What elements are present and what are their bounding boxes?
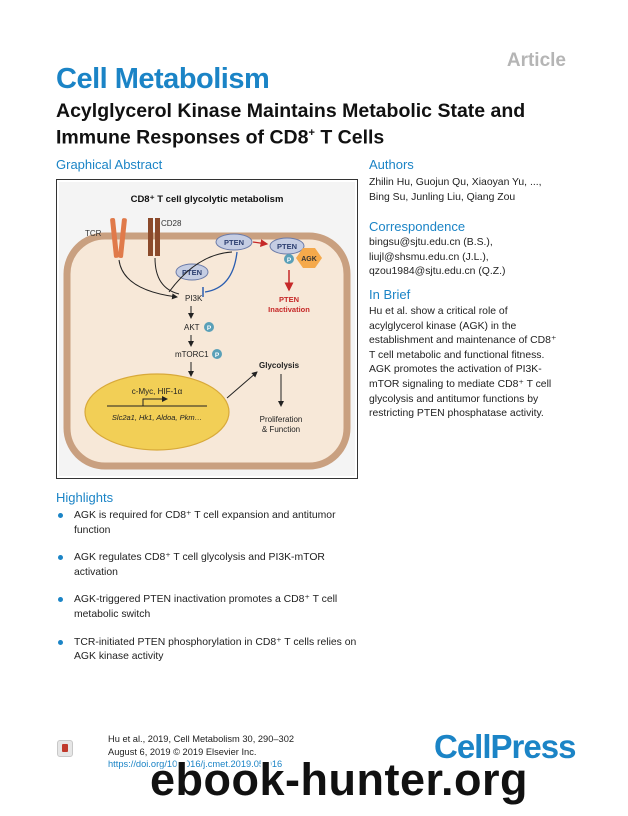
cmyc-label: c-Myc, HIF-1α bbox=[132, 387, 183, 396]
journal-name: Cell Metabolism bbox=[56, 63, 270, 95]
title-line-2-pre: Immune Responses of CD8 bbox=[56, 126, 309, 149]
akt-label: AKT bbox=[184, 323, 200, 332]
in-brief-line: mTOR signaling to mediate CD8⁺ T cell bbox=[369, 378, 552, 390]
title-line-1: Acylglycerol Kinase Maintains Metabolic … bbox=[56, 100, 526, 122]
tcr-receptor-icon bbox=[110, 217, 127, 259]
highlight-line: AGK is required for CD8⁺ T cell expansio… bbox=[74, 510, 336, 521]
graphical-abstract-figure: CD8⁺ T cell glycolytic metabolism TCR CD… bbox=[56, 179, 358, 479]
highlight-line: activation bbox=[74, 566, 118, 578]
phospho-label: P bbox=[287, 257, 292, 264]
mtorc1-phospho-icon bbox=[212, 349, 222, 359]
cellpress-logo: CellPress bbox=[434, 728, 576, 765]
pi3k-label: PI3K bbox=[185, 294, 203, 303]
akt-phospho-icon bbox=[204, 322, 214, 332]
in-brief-line: Hu et al. show a critical role of bbox=[369, 306, 508, 317]
proliferation-label-1: Proliferation bbox=[260, 415, 303, 424]
in-brief-text: Hu et al. show a critical role of acylgl… bbox=[369, 305, 556, 422]
pten-to-pi3k-line bbox=[168, 251, 233, 293]
pten-inactivation-1: PTEN bbox=[279, 295, 299, 304]
in-brief-line: establishment and maintenance of CD8⁺ bbox=[369, 335, 557, 347]
highlight-line: function bbox=[74, 524, 111, 536]
akt-phospho-label: P bbox=[207, 325, 212, 332]
proliferation-label-2: & Function bbox=[262, 425, 300, 434]
nucleus bbox=[84, 373, 230, 451]
mtorc1-phospho-label: P bbox=[215, 352, 220, 359]
bullet-icon bbox=[58, 555, 63, 561]
highlight-line: TCR-initiated PTEN phosphorylation in CD… bbox=[74, 636, 357, 648]
crossmark-icon[interactable] bbox=[57, 740, 73, 757]
article-type-label: Article bbox=[506, 50, 566, 71]
in-brief-line: glycolysis and antitumor functions by bbox=[369, 393, 539, 405]
citation-line: Hu et al., 2019, Cell Metabolism 30, 290… bbox=[108, 734, 295, 744]
pten-inhibition-line bbox=[204, 251, 238, 293]
highlight-item: AGK regulates CD8⁺ T cell glycolysis and… bbox=[56, 551, 366, 580]
pten-label-3: PTEN bbox=[182, 268, 202, 277]
highlight-item: TCR-initiated PTEN phosphorylation in CD… bbox=[56, 636, 366, 665]
highlight-line: metabolic switch bbox=[74, 608, 151, 620]
cd28-receptor-icon bbox=[148, 218, 160, 256]
graphical-abstract-heading: Graphical Abstract bbox=[56, 157, 163, 172]
transcription-arrow bbox=[142, 396, 168, 406]
pten-label-1: PTEN bbox=[224, 238, 244, 247]
glycolysis-label: Glycolysis bbox=[259, 361, 300, 370]
tcr-signal-arrow bbox=[118, 259, 178, 300]
in-brief-line: restricting PTEN phosphatase activity. bbox=[369, 408, 544, 420]
email-link[interactable]: bingsu@sjtu.edu.cn (B.S.), bbox=[369, 237, 493, 248]
title-line-2: Immune Responses of CD8+ T Cells bbox=[56, 122, 576, 149]
phospho-icon bbox=[284, 254, 294, 264]
genes-label: Slc2a1, Hk1, Aldoa, Pkm… bbox=[112, 413, 202, 422]
pten-cytosolic bbox=[175, 263, 209, 281]
watermark-text: ebook-hunter.org bbox=[150, 754, 528, 805]
authors-list: Zhilin Hu, Guojun Qu, Xiaoyan Yu, ..., B… bbox=[369, 176, 542, 205]
pten-label-2: PTEN bbox=[277, 242, 297, 251]
graphical-abstract-diagram: CD8⁺ T cell glycolytic metabolism TCR CD… bbox=[59, 182, 355, 476]
authors-line: Bing Su, Junling Liu, Qiang Zou bbox=[369, 191, 516, 203]
email-link[interactable]: qzou1984@sjtu.edu.cn (Q.Z.) bbox=[369, 266, 506, 278]
in-brief-heading: In Brief bbox=[369, 287, 411, 302]
highlight-line: AGK-triggered PTEN inactivation promotes… bbox=[74, 594, 338, 606]
highlight-line: AGK kinase activity bbox=[74, 651, 164, 663]
highlight-item: AGK is required for CD8⁺ T cell expansio… bbox=[56, 509, 366, 538]
bullet-icon bbox=[58, 597, 63, 603]
email-link[interactable]: liujl@shsmu.edu.cn (J.L.), bbox=[369, 251, 489, 263]
doi-link[interactable]: https://doi.org/10.1016/j.cmet.2019.05.0… bbox=[108, 759, 283, 769]
agk-label: AGK bbox=[301, 256, 317, 263]
cd28-label: CD28 bbox=[161, 219, 182, 228]
tcr-label: TCR bbox=[85, 229, 102, 238]
citation-line: August 6, 2019 © 2019 Elsevier Inc. bbox=[108, 746, 257, 757]
highlights-list: AGK is required for CD8⁺ T cell expansio… bbox=[56, 509, 366, 678]
authors-heading: Authors bbox=[369, 157, 414, 172]
in-brief-line: acylglycerol kinase (AGK) in the bbox=[369, 320, 517, 332]
pten-membrane bbox=[215, 233, 253, 251]
mtorc1-label: mTORC1 bbox=[175, 350, 209, 359]
figure-title: CD8⁺ T cell glycolytic metabolism bbox=[131, 194, 284, 205]
highlights-heading: Highlights bbox=[56, 490, 114, 505]
title-sup: + bbox=[308, 127, 315, 139]
correspondence-heading: Correspondence bbox=[369, 219, 466, 234]
citation: Hu et al., 2019, Cell Metabolism 30, 290… bbox=[108, 733, 294, 771]
nucleus-glycolysis-arrow bbox=[226, 371, 258, 399]
bullet-icon bbox=[58, 513, 63, 518]
pten-phosphorylated bbox=[269, 237, 305, 255]
correspondence-list: bingsu@sjtu.edu.cn (B.S.), liujl@shsmu.e… bbox=[369, 236, 505, 280]
title-line-2-post: T Cells bbox=[314, 126, 385, 149]
in-brief-line: AGK promotes the activation of PI3K- bbox=[369, 364, 542, 376]
paper-title: Acylglycerol Kinase Maintains Metabolic … bbox=[56, 100, 576, 149]
highlight-line: AGK regulates CD8⁺ T cell glycolysis and… bbox=[74, 552, 325, 564]
highlight-item: AGK-triggered PTEN inactivation promotes… bbox=[56, 593, 366, 622]
pten-translocation-arrow bbox=[252, 239, 269, 247]
in-brief-line: T cell metabolic and functional fitness. bbox=[369, 349, 545, 361]
bullet-icon bbox=[58, 639, 63, 645]
agk-hexagon bbox=[296, 248, 322, 268]
pten-inactivation-2: Inactivation bbox=[268, 305, 310, 314]
cd28-signal-line bbox=[154, 257, 180, 295]
authors-line: Zhilin Hu, Guojun Qu, Xiaoyan Yu, ..., bbox=[369, 177, 542, 188]
